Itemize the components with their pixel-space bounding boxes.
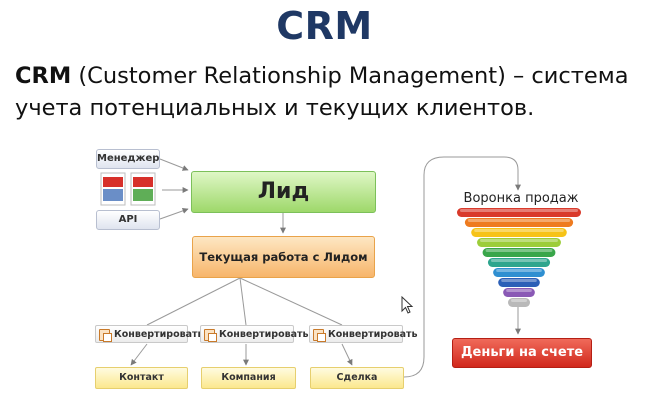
definition-text: (Customer Relationship Management) – сис… [15, 63, 629, 121]
funnel-band [482, 248, 556, 257]
convert-icon [204, 329, 217, 342]
convert-box-deal: Конвертировать [309, 325, 418, 343]
lead-box: Лид [191, 171, 376, 213]
funnel-label: Воронка продаж [463, 191, 579, 206]
source-api: API [96, 210, 160, 230]
convert-box-company: Конвертировать [200, 325, 309, 343]
result-contact: Контакт [95, 367, 188, 389]
line-work-to-convert-2 [239, 277, 247, 326]
mouse-pointer-icon [401, 296, 414, 314]
convert-box-contact: Конвертировать [95, 325, 204, 343]
arrow-manager-to-lead [159, 158, 189, 171]
convert-label: Конвертировать [328, 329, 418, 340]
funnel-band [498, 278, 540, 287]
arrow-convert1-to-contact [130, 343, 148, 366]
current-work-box: Текущая работа с Лидом [192, 236, 375, 278]
funnel-band [508, 298, 530, 307]
arrow-api-to-lead [159, 207, 189, 220]
funnel-band [477, 238, 561, 247]
funnel-band [503, 288, 535, 297]
arrow-deal-to-funnel [403, 156, 521, 378]
funnel-band [487, 258, 551, 267]
convert-icon [99, 329, 112, 342]
sales-funnel [457, 208, 581, 307]
funnel-band [464, 218, 574, 227]
definition-term: CRM [15, 63, 72, 89]
convert-label: Конвертировать [219, 329, 309, 340]
funnel-band [493, 268, 545, 277]
product-box-icon [100, 172, 156, 206]
line-work-to-convert-1 [146, 277, 241, 326]
convert-label: Конвертировать [114, 329, 204, 340]
result-company: Компания [201, 367, 296, 389]
money-in-account-box: Деньги на счете [452, 338, 592, 368]
crm-definition: CRM (Customer Relationship Management) –… [15, 60, 645, 124]
page-title: CRM [276, 4, 373, 48]
source-manager: Менеджер [96, 149, 160, 169]
line-work-to-convert-3 [239, 277, 343, 326]
funnel-band [457, 208, 581, 217]
convert-icon [313, 329, 326, 342]
result-deal: Сделка [310, 367, 404, 389]
funnel-band [471, 228, 567, 237]
arrow-convert3-to-deal [341, 343, 353, 366]
